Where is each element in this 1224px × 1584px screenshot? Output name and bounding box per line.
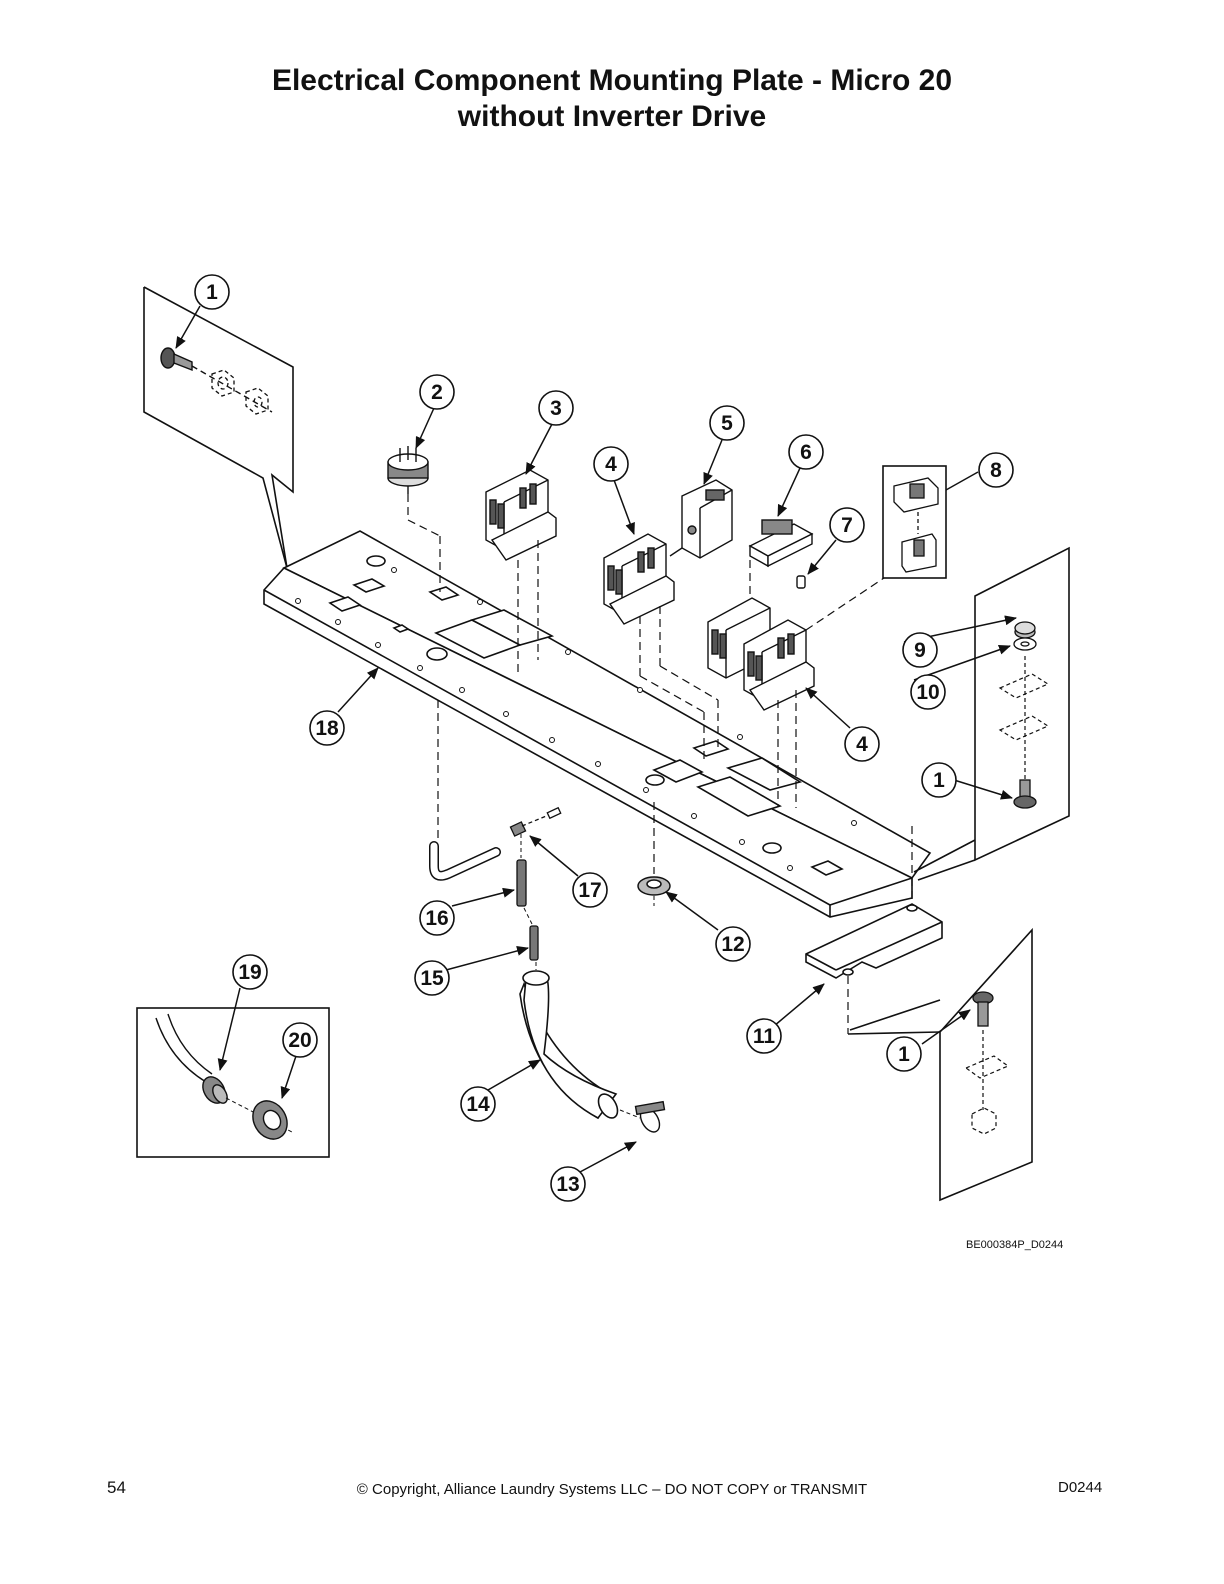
detail-box-bottom-right <box>847 927 1033 1202</box>
tee-fitting-icon <box>509 806 562 837</box>
clip-icon <box>893 477 939 573</box>
detail-box-right-hardware <box>913 546 1070 881</box>
grommet-icon <box>637 876 671 896</box>
callout-6: 6 <box>800 441 812 464</box>
nut-icon <box>971 1107 997 1135</box>
nut-icon <box>1014 621 1036 639</box>
page-subtitle: without Inverter Drive <box>457 100 767 133</box>
pressure-switch-icon <box>387 446 429 494</box>
leader-lines <box>175 305 1017 1173</box>
standoff-icon <box>245 387 269 415</box>
detail-box-screw-top-left <box>143 286 294 569</box>
terminal-block-icon <box>748 519 814 568</box>
callout-15: 15 <box>420 967 444 990</box>
callout-3: 3 <box>550 397 562 420</box>
callout-4: 4 <box>605 453 617 476</box>
callout-11: 11 <box>753 1025 776 1048</box>
contactor-icon <box>485 469 557 561</box>
callout-17: 17 <box>578 879 601 902</box>
mounting-plate <box>263 530 932 918</box>
callout-9: 9 <box>914 639 926 662</box>
screw-icon <box>1013 779 1037 809</box>
callout-19: 19 <box>238 961 261 984</box>
hose-icon <box>519 970 619 1120</box>
contactor-pair-icon <box>707 597 815 711</box>
screw-icon <box>972 991 994 1027</box>
nut-icon <box>211 369 235 397</box>
callout-20: 20 <box>288 1029 311 1052</box>
washer-icon <box>1013 637 1037 651</box>
fuse-icon <box>796 575 806 589</box>
copyright-notice: © Copyright, Alliance Laundry Systems LL… <box>356 1481 868 1498</box>
callout-14: 14 <box>466 1093 490 1116</box>
drawing-id: BE000384P_D0244 <box>966 1239 1064 1251</box>
callout-2: 2 <box>431 381 443 404</box>
contactor-icon <box>603 533 675 625</box>
callout-1: 1 <box>898 1043 910 1066</box>
page-title: Electrical Component Mounting Plate - Mi… <box>271 64 953 97</box>
callout-labels: 1 2 3 4 5 6 7 8 9 10 18 4 1 17 12 16 15 … <box>206 281 1002 1196</box>
callout-10: 10 <box>916 681 939 704</box>
callout-1: 1 <box>933 769 945 792</box>
bracket-icon <box>998 656 1050 790</box>
tube-icon <box>516 859 527 907</box>
callout-1: 1 <box>206 281 218 304</box>
strain-relief-icon <box>202 1076 228 1104</box>
elbow-tube-icon <box>429 841 501 881</box>
callout-12: 12 <box>721 933 744 956</box>
callout-5: 5 <box>721 412 733 435</box>
callout-16: 16 <box>425 907 448 930</box>
cable-icon <box>155 1013 213 1083</box>
screw-icon <box>160 347 273 413</box>
hose-clamp-icon <box>634 1100 666 1133</box>
page-number: 54 <box>107 1478 126 1497</box>
grommet-icon <box>252 1100 288 1140</box>
callout-circles <box>194 274 1014 1202</box>
callout-7: 7 <box>841 514 853 537</box>
callout-8: 8 <box>990 459 1002 482</box>
callout-13: 13 <box>556 1173 579 1196</box>
callout-4: 4 <box>856 733 868 756</box>
plate-rivet-holes <box>295 567 857 871</box>
bracket-icon <box>964 1030 1010 1110</box>
tube-icon <box>529 925 539 961</box>
overload-relay-icon <box>669 479 733 559</box>
callout-18: 18 <box>315 717 339 740</box>
document-code: D0244 <box>1058 1479 1103 1496</box>
bracket-11 <box>805 903 943 979</box>
